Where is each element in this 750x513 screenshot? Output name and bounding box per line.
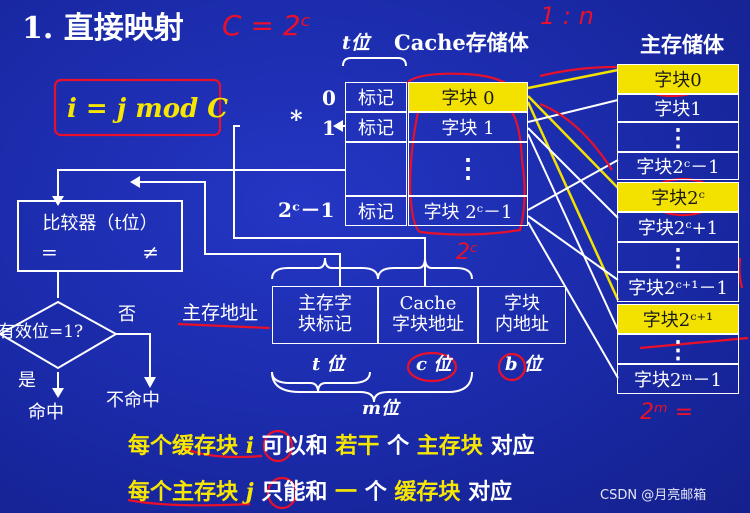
memory-block-2m-1: 字块2ᵐ－1 — [617, 364, 739, 394]
cache-row-number-0: 0 — [322, 86, 336, 110]
valid-no: 否 — [118, 304, 136, 325]
note1-part: 可以和 — [261, 433, 328, 459]
cache-block-last: 字块 2ᶜ－1 — [408, 196, 528, 226]
address-c-bits: c 位 — [416, 354, 452, 375]
address-field-line: 字块地址 — [392, 314, 464, 335]
memory-ellipsis-1: ⋮ — [617, 122, 739, 152]
handwriting-ratio: 1 : n — [540, 2, 594, 30]
cache-row-number-last: 2ᶜ－1 — [278, 198, 335, 222]
cache-tag-last: 标记 — [345, 196, 407, 226]
cache-block-ellipsis: ⋮ — [408, 142, 528, 196]
cache-row-star: * — [290, 105, 303, 134]
memory-block-2c: 字块2ᶜ — [617, 182, 739, 212]
comparator-not-equal: ≠ — [142, 239, 159, 264]
memory-block-1: 字块1 — [617, 94, 739, 122]
comparator-label: 比较器（t位） — [42, 212, 158, 234]
handwriting-two-m: 2ᵐ = — [640, 400, 694, 425]
note1-part: 对应 — [490, 433, 535, 459]
memory-block-2c1-1: 字块2ᶜ⁺¹－1 — [617, 272, 739, 302]
note1-part: 若干 — [335, 433, 380, 459]
handwriting-c-eq: C = 2ᶜ — [222, 9, 311, 42]
cache-tag-0: 标记 — [345, 82, 407, 112]
note2-part: 每个主存块 — [128, 479, 239, 505]
memory-block-2c1: 字块2ᶜ⁺¹ — [617, 304, 739, 334]
comparator-outputs: = ≠ — [29, 240, 171, 264]
memory-header: 主存储体 — [640, 32, 724, 57]
note-line-2: 每个主存块 j 只能和 一 个 缓存块 对应 — [128, 481, 512, 503]
cache-row-number-1: 1 — [322, 116, 336, 140]
valid-yes: 是 — [18, 370, 36, 391]
note2-part: 只能和 — [261, 479, 328, 505]
memory-block-2c-1: 字块2ᶜ－1 — [617, 152, 739, 180]
note-line-1: 每个缓存块 i 可以和 若干 个 主存块 对应 — [128, 435, 534, 457]
valid-diamond — [0, 300, 119, 370]
address-label: 主存地址 — [182, 302, 259, 324]
address-field-line: 块标记 — [298, 314, 352, 335]
cache-header: Cache存储体 — [394, 30, 529, 55]
address-m-bits: m位 — [362, 398, 400, 419]
cache-block-0: 字块 0 — [408, 82, 528, 112]
note2-part: 对应 — [468, 479, 513, 505]
comparator-equal: = — [41, 239, 58, 264]
address-field-tag: 主存字块标记 — [272, 286, 378, 344]
address-t-bits: t 位 — [312, 354, 345, 375]
flow-lines — [57, 125, 426, 390]
address-field-line: 主存字 — [298, 293, 352, 315]
result-hit: 命中 — [28, 402, 64, 423]
address-b-bits: b 位 — [505, 354, 542, 375]
note2-part: 缓存块 — [394, 479, 461, 505]
watermark: CSDN @月亮邮箱 — [600, 488, 707, 503]
handwriting-two-c: 2ᶜ — [456, 240, 479, 265]
note2-part: 个 — [364, 479, 387, 505]
cache-block-1: 字块 1 — [408, 112, 528, 142]
mapping-lines-white — [527, 99, 619, 379]
note1-part: 主存块 — [416, 433, 483, 459]
note1-part: 个 — [387, 433, 410, 459]
slide-title: 1. 直接映射 — [22, 11, 184, 46]
cache-t-bits: t位 — [342, 32, 370, 54]
note1-part: 每个缓存块 — [128, 433, 239, 459]
valid-bit-question: 有效位=1? — [0, 322, 84, 342]
memory-ellipsis-3: ⋮ — [617, 334, 739, 364]
memory-block-2c-plus-1: 字块2ᶜ+1 — [617, 212, 739, 242]
result-miss: 不命中 — [106, 390, 160, 411]
mapping-formula: i = j mod C — [67, 94, 229, 124]
memory-ellipsis-2: ⋮ — [617, 242, 739, 272]
memory-block-0: 字块0 — [617, 64, 739, 94]
address-field-line: Cache — [399, 293, 457, 315]
cache-tag-1: 标记 — [345, 112, 407, 142]
note2-var: j — [245, 479, 254, 505]
cache-tag-gap — [345, 142, 407, 196]
address-field-offset: 字块内地址 — [478, 286, 566, 344]
address-field-line: 字块 — [504, 293, 540, 315]
mapping-lines-yellow — [526, 68, 620, 301]
address-field-line: 内地址 — [495, 314, 549, 335]
note1-var: i — [245, 433, 255, 459]
comparator-box: 比较器（t位） = ≠ — [17, 200, 183, 272]
note2-part: 一 — [335, 479, 358, 505]
